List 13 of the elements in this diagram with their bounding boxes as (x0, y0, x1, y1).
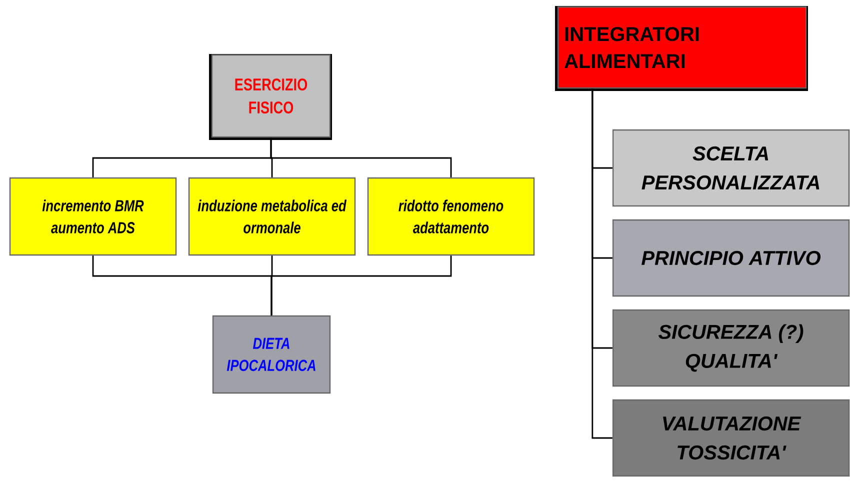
process-box: DIETA IPOCALORICA (212, 315, 331, 394)
item-box: PRINCIPIO ATTIVO (612, 219, 850, 297)
connector (592, 88, 612, 439)
item-box: SCELTA PERSONALIZZATA (612, 129, 850, 207)
connector (270, 256, 452, 316)
item-box: VALUTAZIONE TOSSICITA' (612, 399, 850, 477)
connector (270, 138, 452, 178)
process-box: ESERCIZIO FISICO (209, 54, 332, 140)
process-box: induzione metabolica ed ormonale (188, 177, 356, 256)
item-box: SICUREZZA (?) QUALITA' (612, 309, 850, 387)
process-box: incremento BMR aumento ADS (9, 177, 177, 256)
heading-box: INTEGRATORI ALIMENTARI (555, 6, 808, 91)
process-box: ridotto fenomeno adattamento (367, 177, 535, 256)
